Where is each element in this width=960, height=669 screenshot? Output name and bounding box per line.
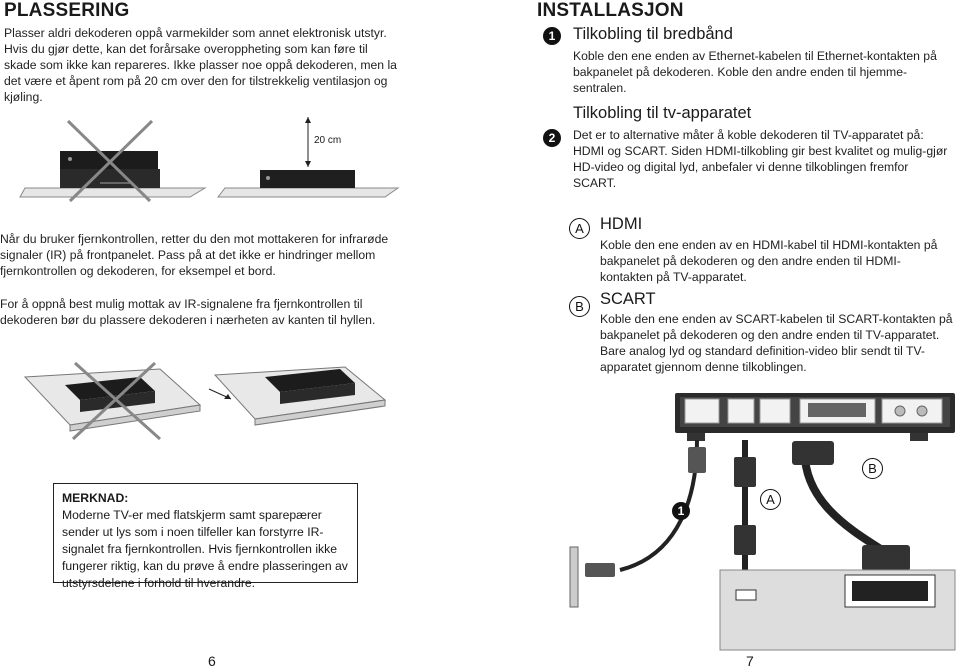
note-title: MERKNAD:	[62, 491, 129, 505]
remote-paragraph-2: For å oppnå best mulig mottak av IR-sign…	[0, 297, 376, 327]
option-a-marker: A	[569, 218, 590, 239]
step-1-heading: Tilkobling til bredbånd	[573, 25, 733, 43]
diagram-marker-1: 1	[672, 502, 690, 520]
diagram-marker-b: B	[862, 458, 883, 479]
step-2-heading: Tilkobling til tv-apparatet	[573, 104, 752, 122]
placement-intro: Plasser aldri dekoderen oppå varmekilder…	[4, 26, 397, 104]
step-2-text: Det er to alternative måter å koble deko…	[573, 128, 948, 190]
right-page-number: 7	[746, 653, 754, 669]
step-1-text: Koble den ene enden av Ethernet-kabelen …	[573, 49, 937, 95]
shelf-edge-illustration	[23, 361, 387, 441]
left-page-number: 6	[208, 653, 216, 669]
note-box: MERKNAD: Moderne TV-er med flatskjerm sa…	[53, 483, 358, 590]
placement-illustration	[19, 117, 400, 203]
option-a-text: Koble den ene enden av en HDMI-kabel til…	[600, 238, 938, 284]
gap-label: 20 cm	[314, 135, 342, 146]
note-text: Moderne TV-er med flatskjerm samt sparep…	[62, 508, 348, 590]
remote-paragraph-1: Når du bruker fjernkontrollen, retter du…	[0, 232, 389, 278]
option-b-heading: SCART	[600, 290, 656, 308]
right-page-title: INSTALLASJON	[537, 0, 684, 21]
diagram-marker-a: A	[760, 489, 781, 510]
option-b-text: Koble den ene enden av SCART-kabelen til…	[600, 312, 953, 374]
option-b-marker: B	[569, 296, 590, 317]
connection-diagram	[569, 393, 956, 651]
option-a-heading: HDMI	[600, 215, 643, 233]
left-page-title: PLASSERING	[4, 0, 130, 21]
step-1-marker: 1	[543, 27, 561, 45]
step-2-marker: 2	[543, 129, 561, 147]
